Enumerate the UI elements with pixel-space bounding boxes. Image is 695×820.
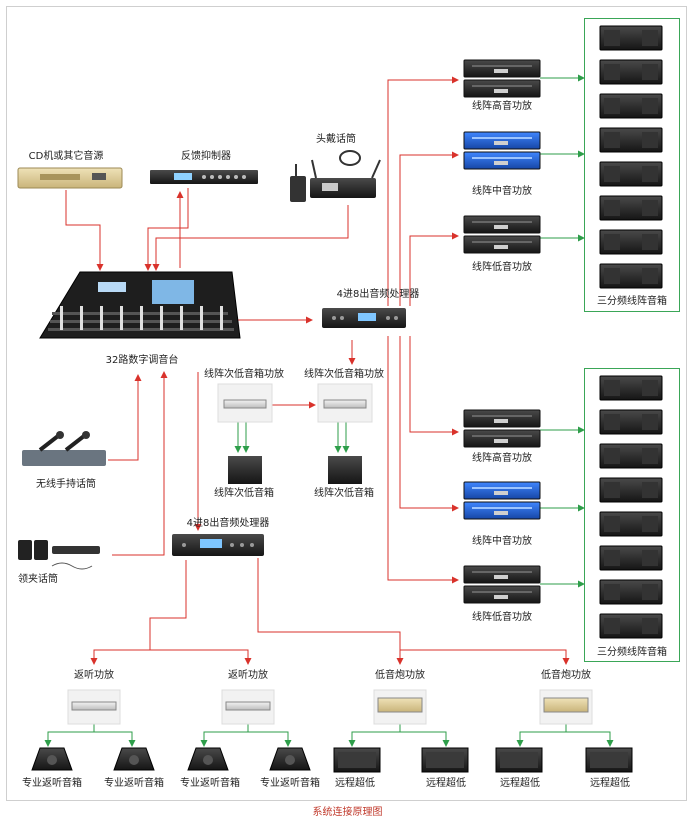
top-line-array-cabinet-8	[599, 263, 663, 289]
bottom-line-array-cabinet-6	[599, 545, 663, 571]
bottom-amp-low-device	[463, 565, 541, 604]
monitor-speaker-label-3: 专业返听音箱	[180, 778, 240, 789]
diagram-frame	[6, 6, 687, 801]
top-amp-high-device	[463, 59, 541, 98]
lavalier-mic-device	[18, 540, 100, 570]
wireless-mic-device	[22, 431, 106, 466]
feedback-suppressor-label: 反馈抑制器	[181, 151, 231, 162]
signal-lines	[65, 76, 570, 665]
line-array-cabinets	[599, 25, 663, 639]
sub-amp-left-device	[217, 383, 273, 423]
sub-speaker-left-label: 线阵次低音箱	[214, 488, 274, 499]
top-amp-mid-label: 线阵中音功放	[472, 186, 532, 197]
sub-speaker-2-device	[421, 747, 469, 773]
line-array-group-top	[584, 18, 680, 312]
top-line-array-cabinet-2	[599, 59, 663, 85]
diagram-caption: 系统连接原理图	[312, 807, 383, 818]
sub-speaker-label-2: 远程超低	[426, 778, 466, 789]
sub-speaker-right-label: 线阵次低音箱	[314, 488, 374, 499]
sub-amp-right-device	[317, 383, 373, 423]
top-amp-mid-device	[463, 131, 541, 170]
bottom-line-array-cabinet-4	[599, 477, 663, 503]
bottom-line-array-cabinet-8	[599, 613, 663, 639]
bottom-amp-mid-device	[463, 481, 541, 520]
bottom-speaker-label: 三分频线阵音箱	[597, 647, 667, 658]
cd-source-label: CD机或其它音源	[28, 151, 104, 162]
aux-processor-label: 4进8出音频处理器	[186, 518, 270, 529]
monitor-speaker-4-device	[269, 747, 311, 771]
line-array-amps	[463, 59, 541, 604]
bottom-line-array-cabinet-1	[599, 375, 663, 401]
lavalier-mic-label: 领夹话筒	[18, 574, 58, 585]
monitor-speaker-2-device	[113, 747, 155, 771]
mixer-label: 32路数字调音台	[105, 355, 179, 366]
top-amp-high-label: 线阵高音功放	[472, 101, 532, 112]
top-line-array-cabinet-1	[599, 25, 663, 51]
headset-mic-label: 头戴话筒	[316, 134, 356, 145]
top-line-array-cabinet-7	[599, 229, 663, 255]
monitor-speaker-3-device	[187, 747, 229, 771]
bottom-line-array-cabinet-3	[599, 443, 663, 469]
bottom-speakers	[31, 747, 633, 773]
top-line-array-cabinet-4	[599, 127, 663, 153]
bottom-line-array-cabinet-7	[599, 579, 663, 605]
top-line-array-cabinet-6	[599, 195, 663, 221]
bass-amp-1-device	[373, 689, 427, 725]
monitor-speaker-label-2: 专业返听音箱	[104, 778, 164, 789]
sub-speaker-label-1: 远程超低	[335, 778, 375, 789]
bottom-line-array-cabinet-2	[599, 409, 663, 435]
sub-speaker-1-device	[333, 747, 381, 773]
sub-amp-right-label: 线阵次低音箱功放	[304, 369, 384, 380]
top-line-array-cabinet-5	[599, 161, 663, 187]
sub-speaker-label-3: 远程超低	[500, 778, 540, 789]
top-amp-low-label: 线阵低音功放	[472, 262, 532, 273]
monitor-speaker-1-device	[31, 747, 73, 771]
sub-speaker-label-4: 远程超低	[590, 778, 630, 789]
top-speaker-label: 三分频线阵音箱	[597, 296, 667, 307]
bass-amp-1-label: 低音炮功放	[375, 670, 425, 681]
bass-amp-2-label: 低音炮功放	[541, 670, 591, 681]
sub-speaker-4-device	[585, 747, 633, 773]
main-processor-label: 4进8出音频处理器	[336, 289, 420, 300]
monitor-amp-1-label: 返听功放	[74, 670, 114, 681]
monitor-speaker-label-1: 专业返听音箱	[22, 778, 82, 789]
speaker-lines	[44, 74, 614, 747]
sub-speaker-left-device	[228, 456, 262, 484]
bottom-amp-high-device	[463, 409, 541, 448]
wireless-mic-label: 无线手持话筒	[36, 479, 96, 490]
main-processor-device	[322, 308, 406, 328]
feedback-suppressor-device	[150, 170, 258, 184]
sub-speaker-3-device	[495, 747, 543, 773]
top-amp-low-device	[463, 215, 541, 254]
digital-mixer-device	[39, 271, 241, 339]
monitor-amp-2-label: 返听功放	[228, 670, 268, 681]
bottom-amp-high-label: 线阵高音功放	[472, 453, 532, 464]
bottom-amp-low-label: 线阵低音功放	[472, 612, 532, 623]
monitor-amp-2-device	[221, 689, 275, 725]
headset-mic-device	[290, 150, 381, 202]
cd-player-device	[17, 167, 123, 189]
bottom-line-array-cabinet-5	[599, 511, 663, 537]
aux-processor-device	[172, 534, 264, 556]
line-array-group-bottom	[584, 368, 680, 662]
sub-amp-left-label: 线阵次低音箱功放	[204, 369, 284, 380]
bottom-amp-mid-label: 线阵中音功放	[472, 536, 532, 547]
monitor-amp-1-device	[67, 689, 121, 725]
monitor-speaker-label-4: 专业返听音箱	[260, 778, 320, 789]
sub-speaker-right-device	[328, 456, 362, 484]
top-line-array-cabinet-3	[599, 93, 663, 119]
bass-amp-2-device	[539, 689, 593, 725]
